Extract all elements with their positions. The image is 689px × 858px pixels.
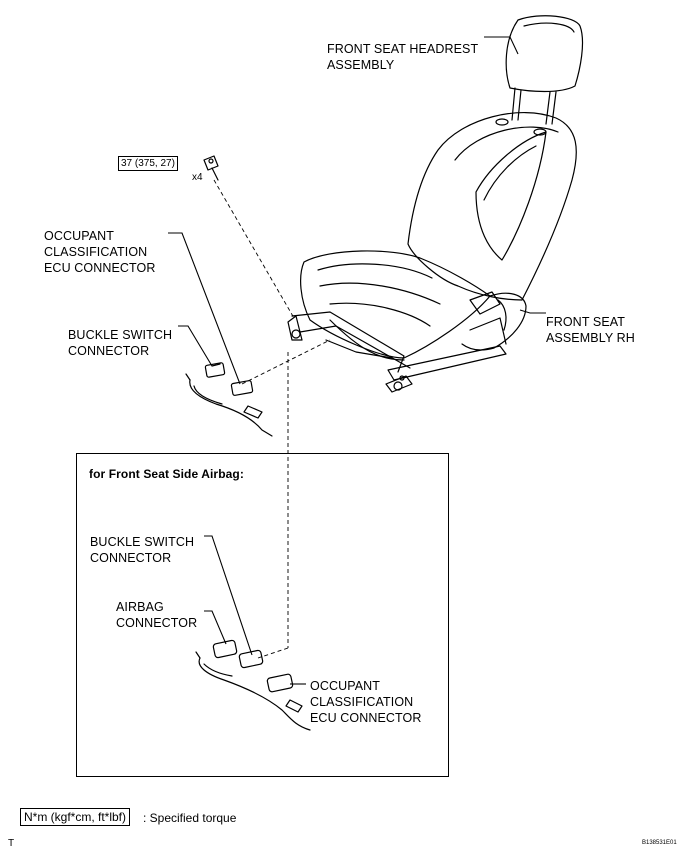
corner-mark: T bbox=[8, 838, 15, 849]
inset-title: for Front Seat Side Airbag: bbox=[89, 467, 244, 481]
seatback-drawing bbox=[407, 111, 577, 301]
cushion-drawing bbox=[300, 250, 527, 359]
side-airbag-inset bbox=[76, 453, 449, 777]
legend-text: : Specified torque bbox=[143, 811, 237, 825]
figure-code: B138531E01 bbox=[642, 840, 677, 846]
leader-airbag-inset bbox=[204, 610, 227, 645]
bolt-drawing bbox=[203, 155, 219, 181]
harness-top-drawing bbox=[185, 362, 273, 437]
harness-inset-drawing bbox=[195, 639, 311, 731]
seat-frame-drawing bbox=[287, 311, 507, 393]
leader-seat-assembly bbox=[519, 309, 546, 314]
leader-occupant-top bbox=[168, 232, 241, 385]
torque-quantity: x4 bbox=[192, 172, 203, 183]
headrest-drawing bbox=[505, 15, 584, 125]
leader-headrest bbox=[484, 36, 519, 55]
torque-box: 37 (375, 27) bbox=[118, 156, 178, 171]
leader-buckle-top bbox=[178, 325, 213, 367]
leader-buckle-inset bbox=[204, 535, 253, 656]
legend-torque-unit-box: N*m (kgf*cm, ft*lbf) bbox=[20, 808, 131, 826]
